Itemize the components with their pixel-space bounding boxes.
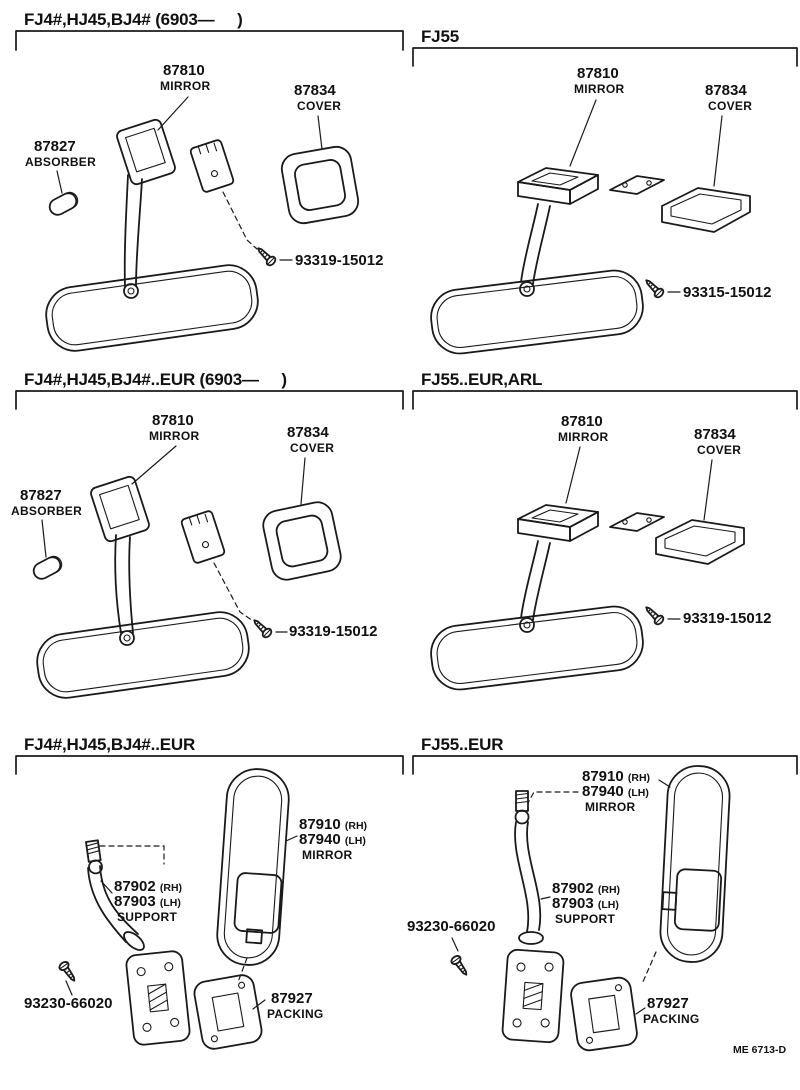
- p1-mirror-head: [41, 260, 263, 356]
- p2-mirror-bracket: [517, 167, 599, 205]
- p4-cover-part-label: COVER: [697, 443, 742, 457]
- p5-support-base: [124, 949, 192, 1047]
- p4-mirror-bracket: [517, 504, 599, 542]
- p1-screw: [253, 243, 278, 268]
- p5-packing: [191, 972, 265, 1052]
- p1-mount-plate: [188, 138, 236, 194]
- p2-cover: [661, 187, 751, 233]
- p5-packing-part-label: PACKING: [267, 1007, 324, 1021]
- p2-cover-part-number: 87834: [705, 82, 747, 99]
- p3-absorber-part-label: ABSORBER: [11, 504, 83, 518]
- p3-mirror-bracket: [88, 474, 152, 544]
- p5-mirror-head: [214, 766, 292, 968]
- p4-mount-plate: [609, 512, 665, 532]
- p6-support-part-number-rh: 87902 (RH): [552, 880, 621, 897]
- p5-drawing: [56, 766, 298, 1052]
- p2-mirror-part-number: 87810: [577, 65, 619, 82]
- p5-support-part-number-lh: 87903 (LH): [114, 893, 181, 910]
- p5-mirror-part-number-lh: 87940 (LH): [299, 831, 366, 848]
- p2-screw: [641, 275, 666, 300]
- p3-absorber-part-number: 87827: [20, 487, 62, 504]
- p6-mirror-part-number-lh: 87940 (LH): [582, 783, 649, 800]
- document-code: ME 6713-D: [733, 1044, 787, 1056]
- p1-drawing: [41, 96, 362, 356]
- p6-mirror-housing: [661, 868, 723, 932]
- p3-title: FJ4#,HJ45,BJ4#..EUR (6903— ): [24, 370, 287, 389]
- p6-mirror-head: [658, 763, 732, 965]
- p1-absorber-part-number: 87827: [34, 138, 76, 155]
- p4-cover: [655, 519, 745, 565]
- p4-drawing: [426, 446, 745, 694]
- p3-cover-part-label: COVER: [290, 441, 335, 455]
- p3-mirror-part-number: 87810: [152, 412, 194, 429]
- p3-screw: [249, 615, 274, 640]
- p6-support-part-number-lh: 87903 (LH): [552, 895, 619, 912]
- p4-mirror-part-number: 87810: [561, 413, 603, 430]
- p6-screw-part-number: 93230-66020: [407, 918, 496, 935]
- p5-mirror-part-label: MIRROR: [302, 848, 353, 862]
- p1-mirror-part-label: MIRROR: [160, 79, 211, 93]
- p6-screw: [448, 953, 472, 979]
- p6-packing: [568, 975, 640, 1053]
- p4-screw-part-number: 93319-15012: [683, 610, 772, 627]
- p2-mirror-head: [426, 266, 648, 358]
- p4-cover-part-number: 87834: [694, 426, 736, 443]
- p2-title: FJ55: [421, 27, 459, 46]
- p3-cover-part-number: 87834: [287, 424, 329, 441]
- p5-title: FJ4#,HJ45,BJ4#..EUR: [24, 735, 196, 754]
- p2-drawing: [426, 99, 751, 358]
- p2-mirror-part-label: MIRROR: [574, 82, 625, 96]
- p4-mirror-head: [426, 602, 648, 694]
- p6-support-part-label: SUPPORT: [555, 912, 616, 926]
- p3-mirror-head: [32, 607, 254, 703]
- p6-packing-part-label: PACKING: [643, 1012, 700, 1026]
- p2-cover-part-label: COVER: [708, 99, 753, 113]
- p2-screw-part-number: 93315-15012: [683, 284, 772, 301]
- p6-support-stud: [514, 790, 530, 825]
- p1-screw-part-number: 93319-15012: [295, 252, 384, 269]
- p3-absorber: [29, 552, 66, 583]
- p6-drawing: [448, 763, 732, 1053]
- p1-cover-part-number: 87834: [294, 82, 336, 99]
- p6-mirror-part-label: MIRROR: [585, 800, 636, 814]
- p5-mirror-part-number-rh: 87910 (RH): [299, 816, 368, 833]
- p1-cover: [278, 143, 362, 227]
- p1-mirror-part-number: 87810: [163, 62, 205, 79]
- p3-mirror-part-label: MIRROR: [149, 429, 200, 443]
- p6-mirror-part-number-rh: 87910 (RH): [582, 768, 651, 785]
- p6-packing-part-number: 87927: [647, 995, 689, 1012]
- p5-support-part-number-rh: 87902 (RH): [114, 878, 183, 895]
- p1-absorber: [45, 188, 82, 219]
- p5-mirror-housing: [233, 872, 283, 945]
- p3-drawing: [29, 445, 345, 703]
- p6-support-base: [501, 948, 565, 1044]
- p3-cover: [259, 498, 345, 584]
- p5-screw-part-number: 93230-66020: [24, 995, 113, 1012]
- p1-cover-part-label: COVER: [297, 99, 342, 113]
- p1-title: FJ4#,HJ45,BJ4# (6903— ): [24, 10, 243, 29]
- p6-title: FJ55..EUR: [421, 735, 504, 754]
- p4-title: FJ55..EUR,ARL: [421, 370, 543, 389]
- p5-packing-part-number: 87927: [271, 990, 313, 1007]
- p1-mirror-bracket: [114, 117, 178, 187]
- p3-screw-part-number: 93319-15012: [289, 623, 378, 640]
- panel-frames: [15, 30, 798, 775]
- p4-screw: [641, 602, 666, 627]
- p5-screw: [56, 959, 80, 985]
- p2-mount-plate: [609, 175, 665, 195]
- p4-mirror-part-label: MIRROR: [558, 430, 609, 444]
- p1-absorber-part-label: ABSORBER: [25, 155, 97, 169]
- p3-mount-plate: [179, 509, 227, 565]
- p5-support-part-label: SUPPORT: [117, 910, 178, 924]
